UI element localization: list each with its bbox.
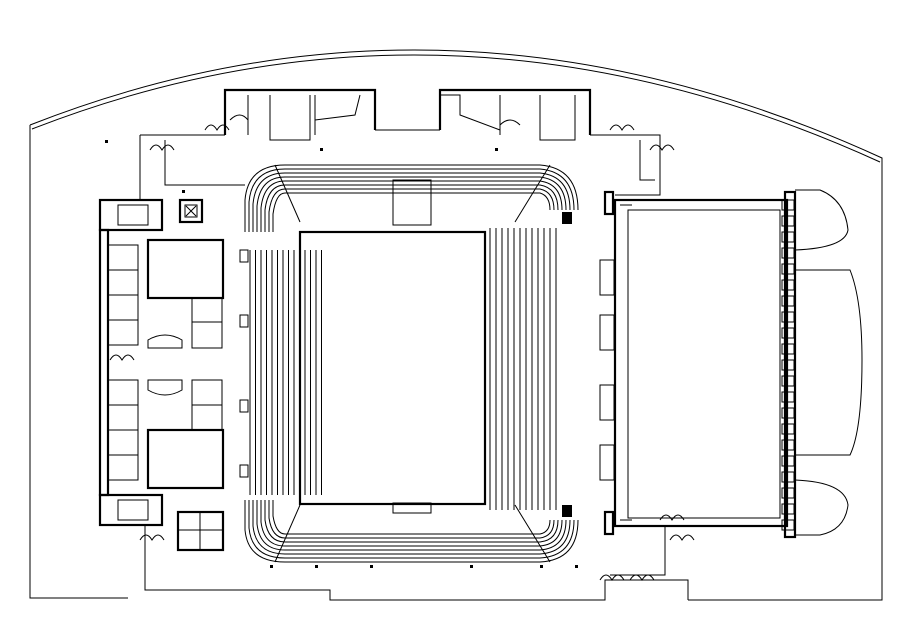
bowl-ring [256,176,567,551]
stage-bay [599,384,615,421]
column [495,148,498,151]
bowl-ring [264,184,559,543]
bowl-ring [248,168,575,559]
door [204,124,230,131]
door [669,534,695,541]
aisle [274,164,551,563]
bowl-ring [272,192,551,535]
bowl-ring [268,188,555,539]
column [270,565,273,568]
door [149,144,175,151]
site-boundary-inner [31,54,881,163]
stage-bay [599,314,615,351]
bowl-ring [244,164,579,563]
vomitory [239,399,249,413]
door [139,534,165,541]
column [540,565,543,568]
doors [105,124,695,581]
stage-bay [599,444,615,481]
stage-bay [599,259,615,296]
column [105,140,108,143]
left-wing [98,198,225,552]
door [649,144,675,151]
stage-house [603,190,789,536]
door [629,574,655,581]
stage-bays [599,199,795,531]
building-outline [139,129,689,601]
arena-floor [298,179,572,517]
balconies [783,189,863,539]
bowl-ring [252,172,571,555]
door [609,124,635,131]
site-boundary [29,49,883,601]
door [109,354,135,361]
door [659,514,685,521]
north-rooms [223,88,592,141]
column [182,190,185,193]
vomitory [239,464,249,478]
door [599,574,625,581]
bowl-ring [260,180,563,547]
seating-rows [239,228,557,510]
column [370,565,373,568]
arena-seating-bowl [244,164,579,563]
vomitory [239,249,249,263]
column [320,148,323,151]
column [470,565,473,568]
column [575,565,578,568]
column [315,565,318,568]
x-box-icon [184,204,198,218]
vomitory [239,314,249,328]
